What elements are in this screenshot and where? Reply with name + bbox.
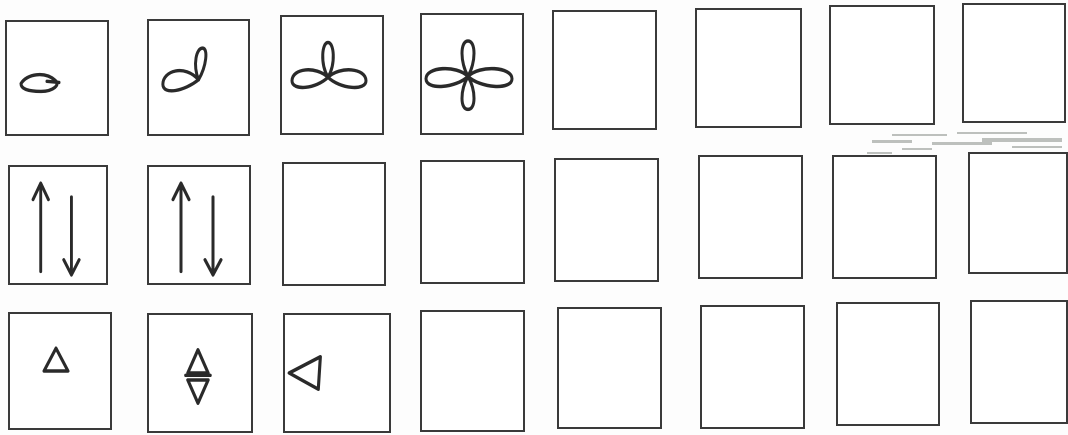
petal-pattern-row-box bbox=[420, 13, 524, 135]
up-down-arrows-icon bbox=[10, 167, 106, 283]
petal-pattern-row-box bbox=[147, 19, 250, 136]
triangle-left-icon bbox=[285, 315, 389, 431]
arrow-pattern-row-box bbox=[8, 165, 108, 285]
blank-box bbox=[970, 300, 1068, 424]
blank-box bbox=[832, 155, 937, 279]
blank-box bbox=[282, 162, 386, 286]
blank-box bbox=[695, 8, 802, 128]
blank-box bbox=[829, 5, 935, 125]
blank-box bbox=[552, 10, 657, 130]
blank-box bbox=[962, 3, 1066, 123]
four-loop-icon bbox=[422, 15, 522, 133]
blank-box bbox=[700, 305, 805, 429]
one-loop-icon bbox=[7, 22, 107, 134]
two-loop-icon bbox=[149, 21, 248, 134]
blank-box bbox=[554, 158, 659, 282]
blank-box bbox=[557, 307, 662, 429]
triangle-up-icon bbox=[10, 314, 110, 428]
petal-pattern-row-box bbox=[280, 15, 384, 135]
blank-box bbox=[836, 302, 940, 426]
triangle-pattern-row-box bbox=[8, 312, 112, 430]
blank-box bbox=[698, 155, 803, 279]
triangle-pattern-row-box bbox=[147, 313, 253, 433]
triangle-pair-icon bbox=[149, 315, 251, 431]
triangle-pattern-row-box bbox=[283, 313, 391, 433]
blank-box bbox=[968, 152, 1068, 274]
petal-pattern-row-box bbox=[5, 20, 109, 136]
blank-box bbox=[420, 160, 525, 284]
arrow-pattern-row-box bbox=[147, 165, 251, 285]
three-loop-icon bbox=[282, 17, 382, 133]
up-down-arrows-icon bbox=[149, 167, 249, 283]
blank-box bbox=[420, 310, 525, 432]
